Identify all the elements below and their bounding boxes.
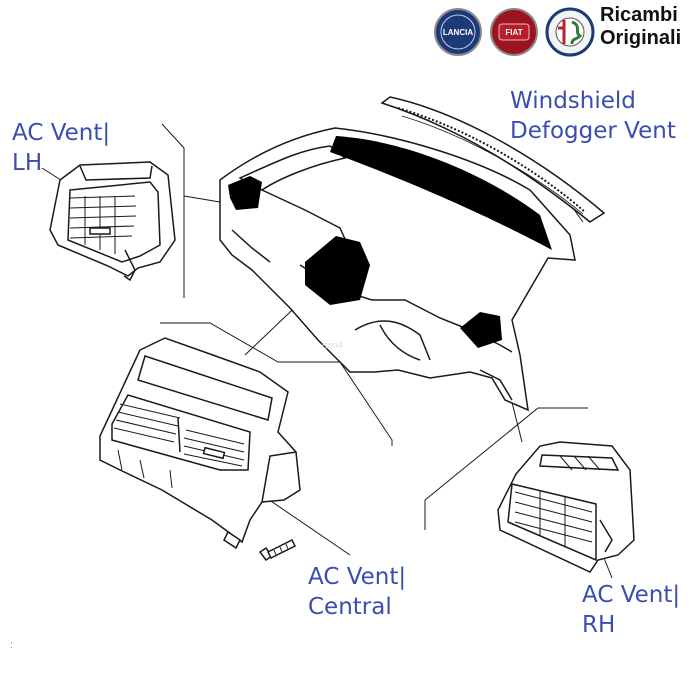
label-ac-vent-lh: AC Vent| LH [12,118,110,178]
label-windshield-line1: Windshield [510,88,636,114]
label-ac-vent-central: AC Vent| Central [308,562,406,622]
label-windshield-line2: Defogger Vent [510,118,676,144]
lancia-logo-text: LANCIA [443,28,473,37]
label-rh-line2: RH [582,612,616,638]
ac-vent-rh-part [497,441,635,573]
dash-vent-rh [460,312,502,348]
fiat-logo: FIAT [490,8,538,56]
brand-line1: Ricambi [600,4,678,26]
leader-central [261,494,351,556]
screw [258,538,297,562]
ac-vent-central-part [99,337,301,550]
ac-vent-lh-part [49,161,176,282]
watermark: rpm4 [322,340,343,350]
alfa-romeo-logo [545,7,595,57]
fiat-logo-text: FIAT [505,28,522,37]
label-central-line1: AC Vent| [308,564,407,590]
brand-text: Ricambi Originali [600,4,681,50]
label-lh-line2: LH [12,150,43,176]
divider-right [424,407,588,501]
dash-vent-lh [228,176,262,210]
dash-vent-central [305,236,370,305]
label-lh-line1: AC Vent| [12,120,111,146]
label-rh-line1: AC Vent| [582,582,681,608]
defroster-opening [330,136,552,250]
label-central-line2: Central [308,594,392,620]
brand-line2: Originali [600,27,682,49]
label-windshield-defogger-vent: Windshield Defogger Vent [510,86,676,146]
lancia-logo: LANCIA [434,8,482,56]
windshield-defogger-vent [380,96,606,223]
corner-mark: : [10,640,13,651]
divider-center-left [160,322,393,446]
leader-lh-divider [161,123,185,298]
label-ac-vent-rh: AC Vent| RH [582,580,680,640]
